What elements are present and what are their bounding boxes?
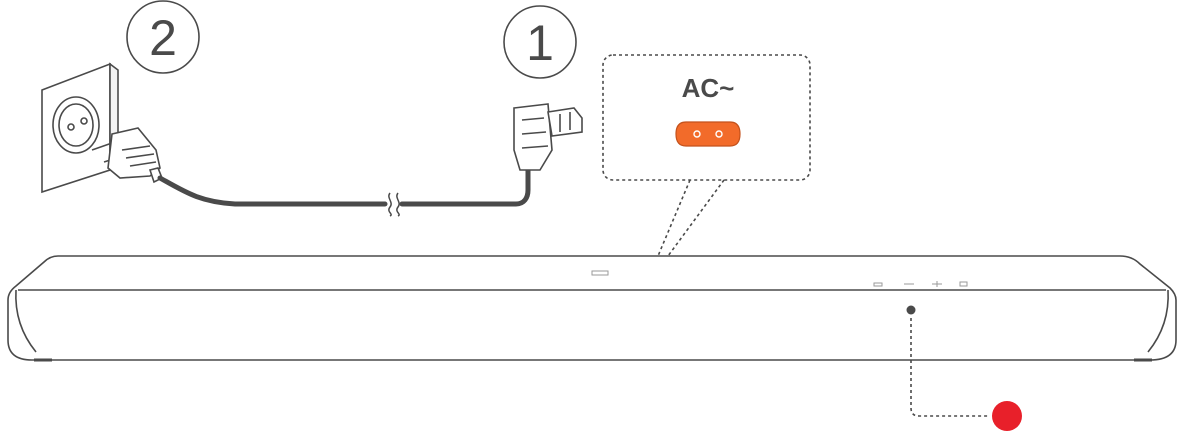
status-led	[906, 305, 916, 315]
brand-logo	[591, 270, 609, 276]
led-indicator-red	[992, 401, 1022, 431]
power-cord	[157, 175, 388, 207]
callout-box	[602, 54, 811, 181]
step-2-number: 2	[149, 10, 177, 66]
ac-callout: AC~	[602, 54, 811, 257]
ac-socket-icon	[675, 121, 741, 147]
step-1-circle	[503, 5, 577, 79]
step-1-marker: 1	[503, 5, 577, 79]
wall-outlet-icon	[41, 62, 119, 194]
step-1-number: 1	[526, 15, 554, 71]
power-cord-segment	[399, 167, 531, 207]
power-button-icon	[873, 282, 883, 287]
step-2-circle	[126, 0, 200, 74]
volume-up-button-icon	[932, 281, 942, 287]
ac-connector-icon	[513, 103, 583, 171]
step-2-marker: 2	[126, 0, 200, 74]
led-leader-line	[910, 318, 990, 417]
source-button-icon	[959, 281, 968, 287]
callout-pointer-left	[657, 179, 691, 257]
cord-break-icon	[388, 192, 400, 217]
callout-pointer-right	[667, 179, 725, 257]
soundbar-icon	[7, 255, 1177, 362]
soundbar-buttons	[873, 281, 968, 287]
ac-label: AC~	[682, 73, 735, 103]
